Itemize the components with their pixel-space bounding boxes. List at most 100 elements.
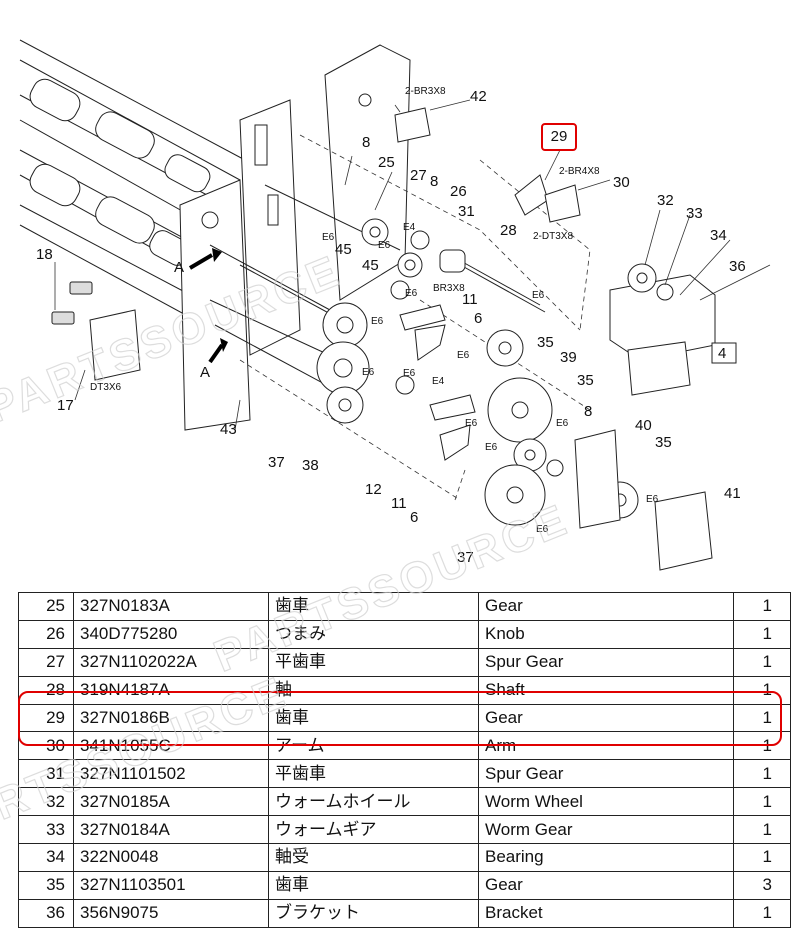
cell-en: Bracket	[478, 898, 734, 928]
callout-27: 27	[410, 167, 427, 184]
cell-en: Spur Gear	[478, 759, 734, 789]
cell-jp: ブラケット	[268, 898, 479, 928]
cell-no: 26	[18, 619, 74, 649]
cell-jp: 平歯車	[268, 647, 479, 677]
cell-no: 29	[18, 703, 74, 733]
cell-qty: 1	[733, 731, 791, 761]
cell-qty: 1	[733, 787, 791, 817]
callout-br3x8: BR3X8	[433, 283, 465, 294]
callout-labels: 8 25 27 8 26 31 28 45 45 E6 E6 E4 E6 BR3…	[36, 86, 746, 566]
callout-42: 42	[470, 88, 487, 105]
cell-part: 340D775280	[73, 619, 269, 649]
assembly-guide-lines	[239, 134, 591, 501]
cell-jp: 平歯車	[268, 759, 479, 789]
callout-45b: 45	[362, 257, 379, 274]
cell-en: Gear	[478, 870, 734, 900]
callout-11: 11	[462, 291, 478, 308]
cell-no: 27	[18, 647, 74, 677]
gear-29-arm-assembly	[514, 174, 581, 223]
callout-8: 8	[362, 134, 370, 151]
callout-38: 38	[302, 457, 319, 474]
bracket-40	[574, 429, 621, 529]
callout-45: 45	[335, 241, 352, 258]
callout-25: 25	[378, 154, 395, 171]
callout-e4-b: E4	[432, 376, 445, 387]
cell-part: 356N9075	[73, 898, 269, 928]
cell-qty: 1	[733, 619, 791, 649]
callout-e6-k: E6	[536, 524, 549, 535]
callout-12: 12	[365, 481, 382, 498]
callout-e6-g: E6	[403, 368, 416, 379]
callout-40: 40	[635, 417, 652, 434]
callout-28: 28	[500, 222, 517, 239]
callout-8c: 8	[584, 403, 592, 420]
cell-part: 327N1101502	[73, 759, 269, 789]
cell-part: 327N0183A	[73, 592, 269, 621]
cell-part: 327N1103501	[73, 870, 269, 900]
callout-a-1: A	[174, 259, 184, 276]
callout-e6-b: E6	[378, 240, 391, 251]
callout-35b: 35	[577, 372, 594, 389]
highlighted-callout-29: 29	[541, 123, 577, 151]
exploded-parts-diagram: 8 25 27 8 26 31 28 45 45 E6 E6 E4 E6 BR3…	[19, 39, 771, 571]
callout-34: 34	[710, 227, 727, 244]
cell-qty: 1	[733, 592, 791, 621]
cell-part: 327N0186B	[73, 703, 269, 733]
cell-en: Gear	[478, 703, 734, 733]
callout-6b: 6	[410, 509, 418, 526]
callout-e6-d: E6	[371, 316, 384, 327]
leader-lines	[54, 99, 771, 431]
cell-jp: アーム	[268, 731, 479, 761]
callout-8b: 8	[430, 173, 438, 190]
cell-jp: ウォームホイール	[268, 787, 479, 817]
callout-32: 32	[657, 192, 674, 209]
callout-e6-i: E6	[556, 418, 569, 429]
cell-qty: 3	[733, 870, 791, 900]
cell-qty: 1	[733, 843, 791, 872]
bracket-17	[51, 281, 141, 381]
cell-qty: 1	[733, 898, 791, 928]
cell-no: 30	[18, 731, 74, 761]
callout-37b: 37	[457, 549, 474, 566]
cover-41	[654, 491, 713, 571]
cell-no: 36	[18, 898, 74, 928]
cell-no: 31	[18, 759, 74, 789]
cell-part: 327N1102022A	[73, 647, 269, 677]
cell-en: Worm Wheel	[478, 787, 734, 817]
callout-6: 6	[474, 310, 482, 327]
cell-qty: 1	[733, 703, 791, 733]
callout-39: 39	[560, 349, 577, 366]
fastener-label-dt3x6: DT3X6	[90, 382, 122, 393]
callout-26: 26	[450, 183, 467, 200]
callout-36: 36	[729, 258, 746, 275]
cell-en: Gear	[478, 592, 734, 621]
callout-31: 31	[458, 203, 475, 220]
cell-en: Arm	[478, 731, 734, 761]
callout-e6-l: E6	[532, 290, 545, 301]
cell-no: 34	[18, 843, 74, 872]
cell-no: 32	[18, 787, 74, 817]
cell-jp: 軸受	[268, 843, 479, 872]
side-frame	[179, 44, 411, 431]
cell-part: 327N0185A	[73, 787, 269, 817]
cell-qty: 1	[733, 815, 791, 845]
callout-11b: 11	[391, 495, 407, 512]
cell-no: 28	[18, 675, 74, 705]
cell-en: Spur Gear	[478, 647, 734, 677]
gear-group	[316, 218, 639, 526]
cell-en: Worm Gear	[478, 815, 734, 845]
cell-jp: 歯車	[268, 592, 479, 621]
cell-qty: 1	[733, 759, 791, 789]
callout-a-2: A	[200, 364, 210, 381]
callout-41: 41	[724, 485, 741, 502]
